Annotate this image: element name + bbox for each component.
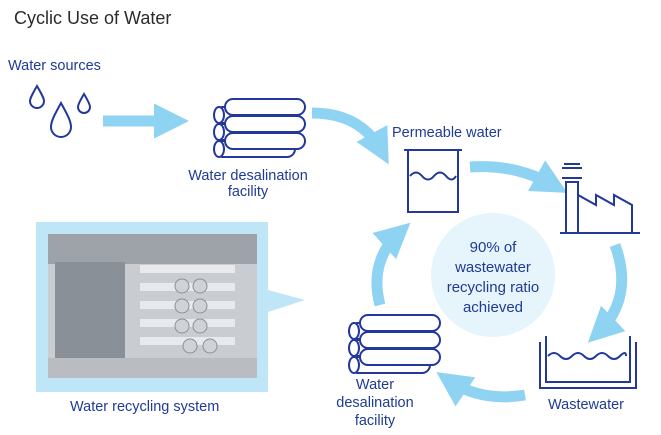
recycling-system-label: Water recycling system — [70, 399, 220, 415]
permeable-water-label: Permeable water — [392, 125, 502, 141]
desal-bottom-line3: facility — [354, 413, 396, 429]
desal-top-label: Water desalination facility — [178, 168, 318, 200]
ratio-line4: achieved — [462, 299, 524, 316]
ratio-line2: wastewater — [455, 259, 531, 276]
page-title: Cyclic Use of Water — [14, 8, 172, 28]
recycling-ratio-circle — [431, 213, 555, 337]
desal-bottom-line1: Water — [355, 377, 395, 393]
arrow-wastewater-to-desal — [436, 372, 526, 407]
desal-top-line2: facility — [227, 184, 269, 200]
beaker-icon — [404, 149, 462, 213]
wastewater-tank-icon — [539, 336, 637, 389]
desal-bottom-line2: desalination — [336, 395, 414, 411]
ratio-line1: 90% of — [469, 239, 517, 256]
desal-bottom-label: Water desalination facility — [320, 376, 430, 430]
arrow-factory-to-wastewater — [587, 243, 628, 343]
arrow-desal-to-permeable — [311, 107, 389, 165]
wastewater-label: Wastewater — [548, 397, 625, 413]
ratio-line3: recycling ratio — [446, 279, 540, 296]
desal-top-line1: Water desalination — [188, 168, 308, 184]
recycling-ratio-text: 90% of wastewater recycling ratio achiev… — [428, 238, 558, 318]
arrow-permeable-to-factory — [469, 160, 568, 193]
water-sources-label: Water sources — [8, 58, 101, 74]
factory-icon — [560, 163, 640, 234]
desalination-facility-top-icon — [213, 98, 306, 158]
desalination-facility-bottom-icon — [348, 314, 441, 374]
recycling-system-photo — [36, 222, 305, 392]
water-drops-icon — [28, 83, 92, 138]
arrow-desal-to-permeable-return — [371, 222, 411, 307]
